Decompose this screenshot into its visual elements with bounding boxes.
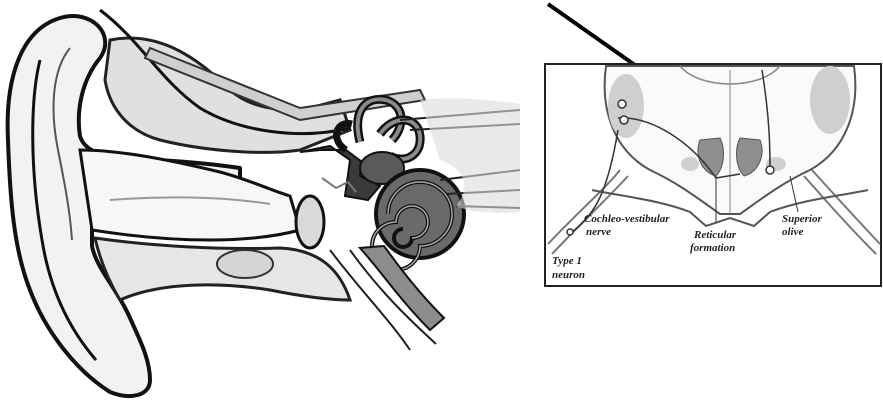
label-reticular: Reticular (693, 229, 737, 241)
superior-olive-left (681, 157, 699, 171)
ear-illustration (8, 10, 520, 396)
neuron-body-3 (766, 166, 774, 174)
lower-lobe (217, 250, 273, 278)
neuron-body-2 (620, 116, 628, 124)
neuron-body-type1 (567, 229, 573, 235)
label-nerve: nerve (586, 226, 611, 238)
neuron-body-1 (618, 100, 626, 108)
eardrum (296, 196, 324, 248)
right-grey-nucleus (810, 66, 850, 134)
label-neuron: neuron (552, 269, 585, 281)
skull-upper (105, 38, 350, 152)
brainstem-inset: Cochleo-vestibular nerve Reticular forma… (545, 64, 881, 286)
label-cochleo-vestibular: Cochleo-vestibular (584, 213, 670, 225)
label-type1: Type 1 (552, 255, 582, 267)
label-formation: formation (690, 242, 735, 254)
label-olive: olive (782, 226, 803, 238)
auditory-tube (360, 246, 444, 330)
label-superior: Superior (782, 213, 822, 225)
